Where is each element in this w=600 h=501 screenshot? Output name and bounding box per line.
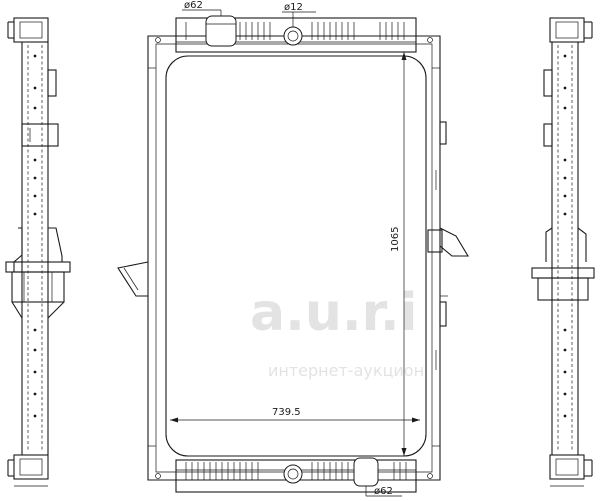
left-side-view bbox=[5, 17, 71, 487]
right-bolt-dots bbox=[563, 54, 567, 418]
watermark-text: интернет-аукцион bbox=[268, 361, 424, 380]
left-bolt-dots bbox=[33, 54, 37, 418]
left-mount-bracket bbox=[117, 261, 149, 297]
height-dimension-label: 1065 bbox=[390, 227, 401, 252]
bottom-tank-ribs bbox=[185, 462, 407, 480]
small-port-diameter-label: ø12 bbox=[284, 2, 303, 13]
width-dimension-label: 739.5 bbox=[272, 407, 301, 418]
watermark-logo: a.u.r.i bbox=[250, 283, 417, 343]
right-mount-bracket bbox=[439, 227, 469, 257]
outer-frame bbox=[147, 35, 441, 481]
bottom-drain-port bbox=[283, 464, 303, 484]
bottom-port bbox=[353, 457, 379, 487]
right-side-view bbox=[531, 17, 595, 487]
dimension-lines bbox=[170, 9, 420, 497]
bottom-port-diameter-label: ø62 bbox=[374, 486, 393, 497]
small-port bbox=[283, 26, 303, 46]
radiator-core bbox=[165, 55, 427, 457]
top-tank bbox=[175, 17, 417, 53]
top-port bbox=[205, 15, 237, 47]
top-tank-ribs bbox=[185, 22, 405, 40]
front-view bbox=[117, 15, 469, 493]
watermark: a.u.r.i интернет-аукцион bbox=[250, 283, 424, 380]
top-port-diameter-label: ø62 bbox=[184, 0, 203, 11]
bottom-tank bbox=[175, 459, 417, 493]
